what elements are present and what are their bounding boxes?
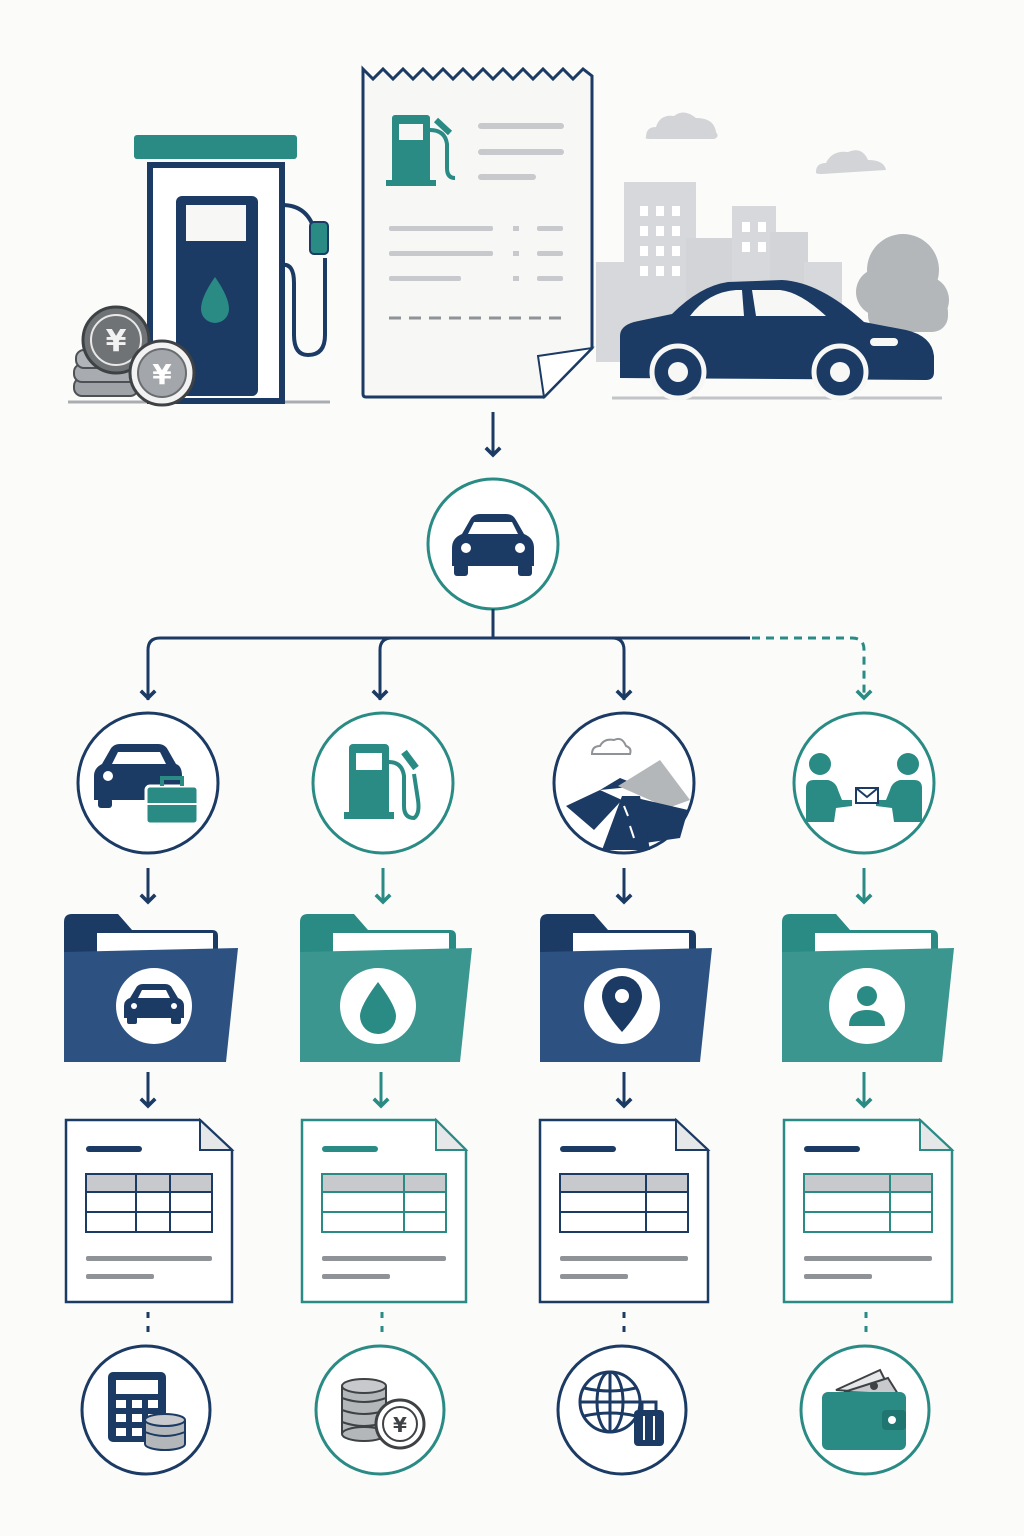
- road-trip-icon: [566, 737, 690, 850]
- folder-to-sheet-arrows: [139, 1072, 873, 1109]
- spreadsheet-document: [300, 1117, 469, 1304]
- category-node-business-car: [76, 711, 220, 855]
- folder-person: [782, 914, 954, 1062]
- spreadsheet-document: [64, 1117, 235, 1304]
- coin-yen-symbol: ¥: [393, 1413, 407, 1437]
- folder-vehicle: [64, 914, 238, 1062]
- luggage-icon: [634, 1400, 664, 1446]
- location-pin-icon: [602, 976, 642, 1032]
- fuel-drop-icon: [360, 982, 396, 1034]
- result-node-accounting: [80, 1344, 212, 1476]
- result-nodes: ¥: [80, 1344, 931, 1476]
- person-icon: [849, 986, 885, 1026]
- travel-globe-icon: [578, 1370, 642, 1434]
- category-to-folder-arrows: [139, 868, 873, 905]
- sheet-to-result-connectors: [146, 1312, 868, 1338]
- category-node-fuel: [311, 711, 455, 855]
- car-icon: [124, 984, 184, 1024]
- category-node-handover: [792, 711, 936, 855]
- coins-icon: ¥ ¥: [73, 305, 196, 407]
- coin-yen-symbol: ¥: [106, 324, 127, 359]
- calculator-coins-icon: [108, 1372, 186, 1451]
- root-node: [426, 477, 560, 611]
- category-node-road-trip: [552, 711, 696, 855]
- result-node-wallet: [799, 1344, 931, 1476]
- category-nodes: [76, 711, 936, 855]
- folder-location: [540, 914, 712, 1062]
- wallet-icon: [822, 1368, 906, 1450]
- sedan-car-icon: [620, 280, 934, 401]
- header-illustration: ¥ ¥: [68, 65, 949, 407]
- folders: [64, 914, 954, 1062]
- folder-fuel: [300, 914, 472, 1062]
- coin-yen-symbol: ¥: [152, 358, 172, 391]
- spreadsheets: [64, 1117, 955, 1304]
- spreadsheet-document: [782, 1117, 955, 1304]
- handover-icon: [806, 753, 922, 822]
- yen-coins-icon: ¥: [341, 1378, 426, 1450]
- tree-connectors: [139, 609, 873, 701]
- business-car-icon: [94, 744, 200, 826]
- result-node-travel: [556, 1344, 688, 1476]
- fuel-pump-icon: [344, 744, 421, 821]
- car-icon: [452, 514, 534, 576]
- result-node-cash: ¥: [314, 1344, 446, 1476]
- spreadsheet-document: [538, 1117, 711, 1304]
- fuel-receipt-icon: [361, 65, 595, 400]
